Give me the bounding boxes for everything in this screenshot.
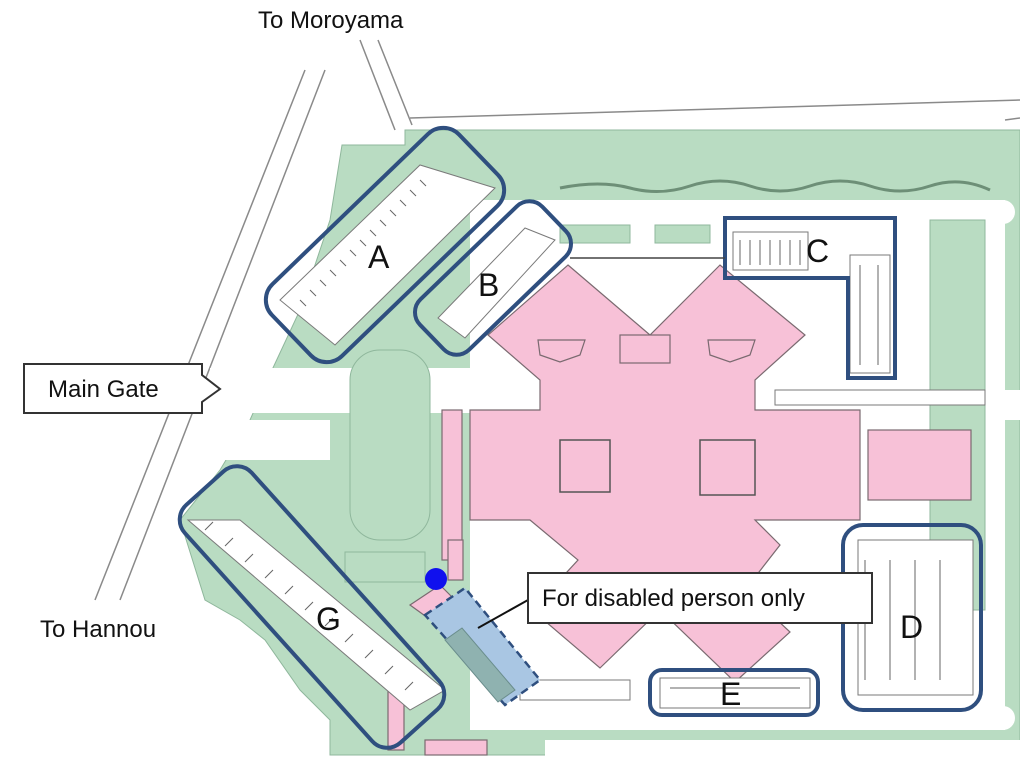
disabled-parking-area xyxy=(423,586,542,707)
label-to-moroyama: To Moroyama xyxy=(258,7,404,34)
zone-outline-e[interactable] xyxy=(648,668,820,717)
zone-label-b: B xyxy=(478,267,499,303)
roads xyxy=(94,39,1020,601)
zone-outline-b[interactable] xyxy=(408,194,579,362)
label-main-gate: Main Gate xyxy=(48,376,159,403)
label-disabled-only: For disabled person only xyxy=(542,585,805,612)
main-gate-arrow-icon xyxy=(23,363,222,414)
disabled-location-marker-icon xyxy=(425,568,447,590)
zone-outline-g[interactable] xyxy=(171,458,452,756)
zone-outline-a[interactable] xyxy=(257,119,513,372)
zone-label-a: A xyxy=(368,239,390,275)
zone-outline-c[interactable] xyxy=(723,216,897,380)
zone-label-g: G xyxy=(316,601,341,637)
zone-label-c: C xyxy=(806,233,829,269)
main-gate-callout[interactable]: Main Gate xyxy=(23,363,222,414)
zone-label-d: D xyxy=(900,609,923,645)
zone-label-e: E xyxy=(720,676,741,712)
label-to-hannou: To Hannou xyxy=(40,616,156,643)
disabled-callout: For disabled person only xyxy=(477,572,873,629)
hedge-line xyxy=(559,179,991,193)
